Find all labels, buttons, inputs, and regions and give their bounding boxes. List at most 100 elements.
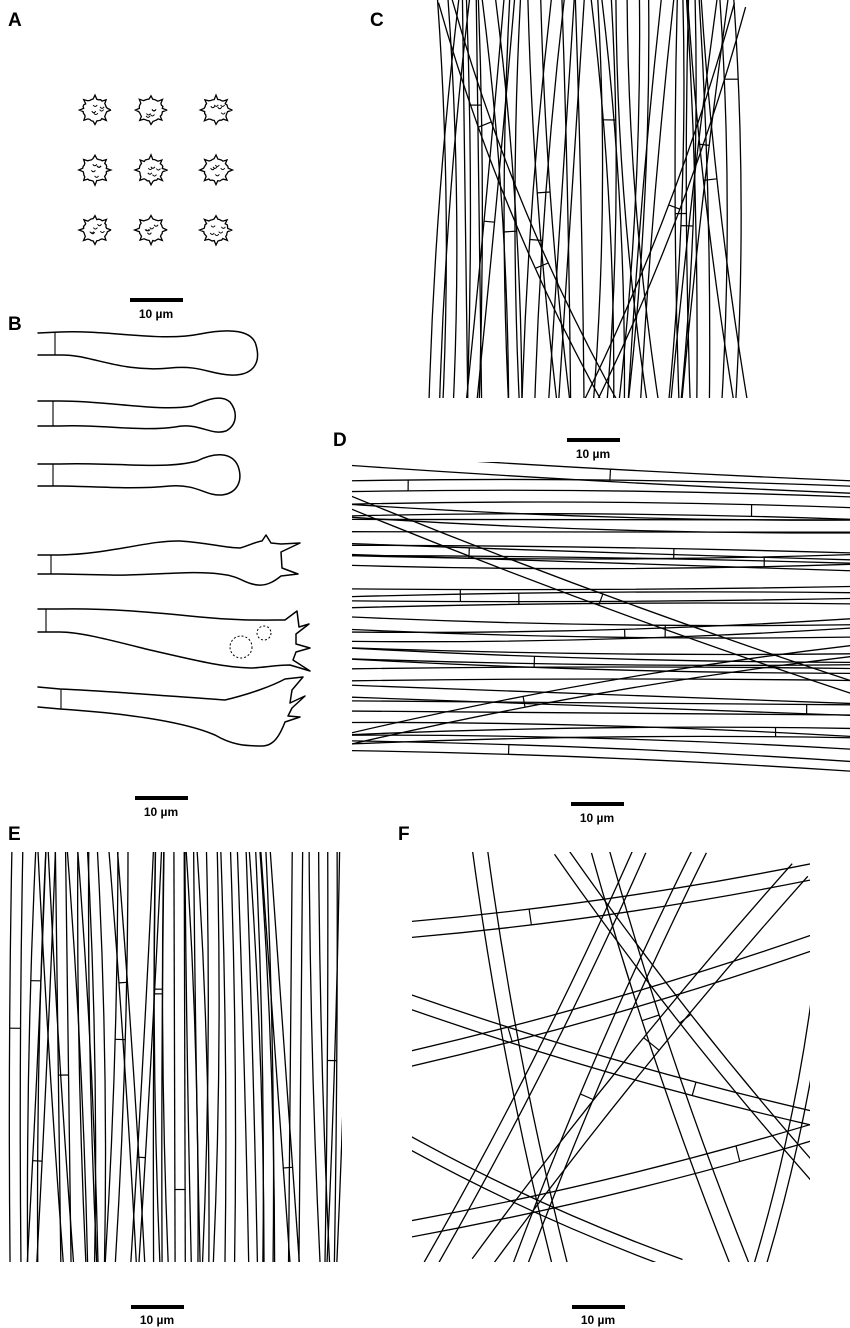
septum [537, 191, 551, 194]
basidium [37, 534, 301, 586]
panel-label-d: D [333, 430, 347, 451]
hypha [352, 495, 850, 694]
septum [528, 909, 532, 925]
septum [507, 1026, 513, 1042]
hypha [153, 852, 169, 1262]
hypha [352, 544, 850, 564]
hypha [472, 852, 568, 1262]
hypha [627, 0, 675, 398]
septum [735, 1145, 741, 1162]
scale-bar-e-label: 10 µm [140, 1313, 174, 1327]
scale-bar-b: 10 µm [135, 796, 188, 819]
hypha [352, 666, 850, 682]
scale-bar-d: 10 µm [571, 802, 624, 825]
hypha [590, 852, 750, 1262]
hypha [260, 852, 300, 1262]
scale-bar-c-label: 10 µm [576, 447, 610, 461]
hypha [37, 852, 75, 1262]
septum [641, 1014, 660, 1022]
hypha [185, 852, 210, 1262]
hypha [719, 0, 742, 398]
hypha [352, 478, 850, 498]
spore [197, 214, 233, 247]
scale-bar-b-label: 10 µm [144, 805, 178, 819]
panel-c-hyphae [428, 0, 748, 398]
panel-label-e: E [8, 824, 21, 845]
spore [77, 93, 112, 126]
hypha [352, 647, 850, 667]
septum [598, 593, 604, 606]
hypha [220, 852, 237, 1262]
hypha [471, 863, 809, 1262]
panel-label-c: C [370, 10, 384, 31]
scale-bar-a: 10 µm [130, 298, 183, 321]
hypha [66, 852, 99, 1262]
septum [535, 262, 549, 269]
scale-bar-d-label: 10 µm [580, 811, 614, 825]
hypha [352, 684, 850, 716]
hypha [352, 721, 850, 750]
hypha [352, 553, 850, 570]
hypha [593, 0, 617, 398]
septum [580, 1093, 594, 1101]
hypha [104, 852, 129, 1262]
scale-bar-e: 10 µm [131, 1305, 184, 1327]
hypha [553, 852, 810, 1181]
panel-e-hyphae [8, 852, 342, 1262]
hypha [352, 700, 850, 716]
scale-bar-a-label: 10 µm [139, 307, 173, 321]
hypha [548, 0, 585, 398]
hypha [590, 0, 626, 398]
hypha [130, 852, 163, 1262]
spore [198, 93, 233, 126]
septum [643, 1037, 660, 1051]
septum [483, 220, 495, 223]
scale-bar-f-label: 10 µm [581, 1313, 615, 1327]
spore [197, 153, 235, 187]
hypha [352, 616, 850, 639]
hypha [86, 852, 107, 1262]
hypha [26, 852, 57, 1262]
septum [679, 1013, 692, 1024]
hypha [412, 994, 810, 1126]
hypha [77, 852, 98, 1262]
hypha [615, 0, 659, 398]
panel-label-b: B [8, 314, 22, 335]
hypha [527, 0, 571, 398]
hypha [352, 585, 850, 603]
hypha [465, 0, 484, 398]
scale-bar-f: 10 µm [572, 1305, 625, 1327]
septum [478, 121, 492, 128]
septum [503, 230, 517, 233]
septum [118, 981, 128, 984]
spore [77, 153, 113, 187]
panel-a-spores [77, 93, 235, 247]
basidium [37, 608, 311, 672]
hypha [436, 0, 458, 398]
panel-label-f: F [398, 824, 410, 845]
basidium [37, 676, 306, 747]
hypha [412, 1136, 683, 1262]
hypha [326, 852, 342, 1262]
hypha [201, 852, 220, 1262]
panel-label-a: A [8, 10, 22, 31]
hypha [584, 2, 747, 398]
basidiole [37, 454, 241, 496]
panel-f-hyphae [412, 852, 810, 1262]
panel-b-basidia [37, 330, 311, 747]
hypha [753, 1004, 810, 1262]
hypha [287, 852, 304, 1262]
septum [668, 204, 681, 210]
spore [133, 153, 168, 187]
hypha [412, 934, 810, 1067]
hypha [236, 852, 259, 1262]
basidiole [37, 330, 259, 376]
spore [133, 94, 168, 126]
hypha [352, 740, 850, 772]
hypha [674, 0, 691, 398]
hypha [173, 852, 186, 1262]
hypha [8, 852, 24, 1262]
panel-d-hyphae [352, 462, 850, 772]
basidiole [37, 397, 236, 433]
